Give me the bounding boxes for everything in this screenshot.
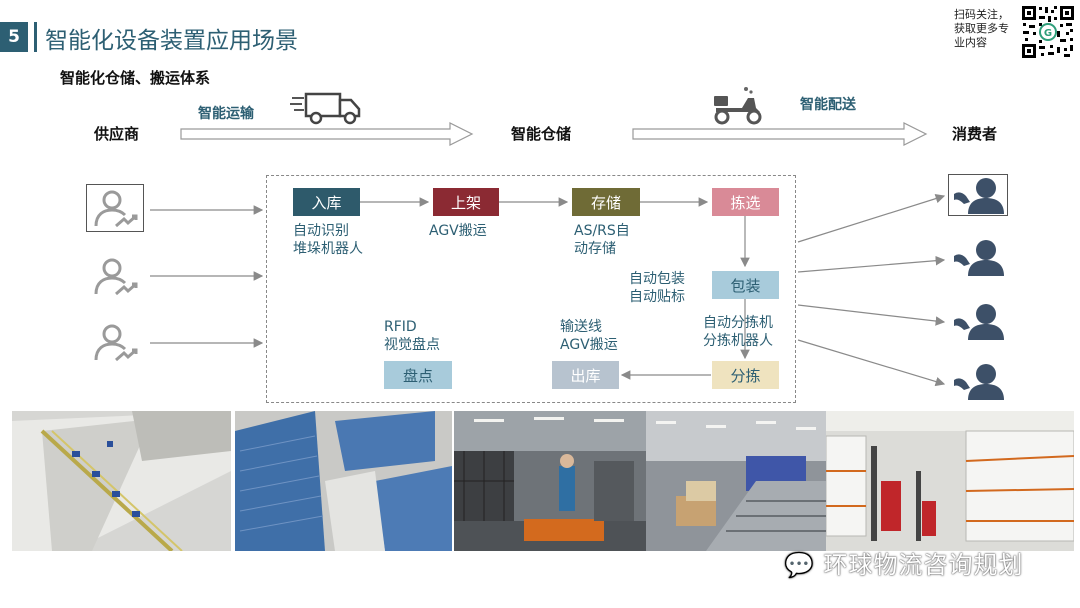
picking-box: 拣选 [712,188,779,216]
packing-note-line: 自动包装 [629,270,685,288]
watermark: 💬 环球物流咨询规划 [784,545,1024,580]
warehouse-worker-agv-photo [454,411,646,551]
inbound-note-line: 自动识别 [293,222,363,240]
outbound-note-line: 输送线 [560,318,618,336]
sorting-note: 自动分拣机 分拣机器人 [703,314,773,350]
wechat-icon: 💬 [784,551,815,579]
storage-note-line: AS/RS自 [574,222,630,240]
conveyor-line-photo [646,411,826,551]
inventory-box: 盘点 [384,361,452,389]
inventory-note: RFID 视觉盘点 [384,318,440,354]
shelving-box: 上架 [433,188,499,216]
packing-note-line: 自动贴标 [629,288,685,306]
inbound-box: 入库 [293,188,360,216]
storage-note: AS/RS自 动存储 [574,222,630,258]
outbound-box: 出库 [552,361,619,389]
inbound-note-line: 堆垛机器人 [293,240,363,258]
storage-note-line: 动存储 [574,240,630,258]
inventory-note-line: RFID [384,318,440,336]
inventory-note-line: 视觉盘点 [384,336,440,354]
packing-note: 自动包装 自动贴标 [629,270,685,306]
inbound-note: 自动识别 堆垛机器人 [293,222,363,258]
shelving-note: AGV搬运 [429,222,487,240]
sorting-note-line: 自动分拣机 [703,314,773,332]
outbound-note-line: AGV搬运 [560,336,618,354]
sorting-note-line: 分拣机器人 [703,332,773,350]
watermark-text: 环球物流咨询规划 [824,551,1024,579]
warehouse-3d-render-photo [12,411,231,551]
automated-storage-render-photo [235,411,452,551]
outbound-note: 输送线 AGV搬运 [560,318,618,354]
sorting-box: 分拣 [712,361,779,389]
packing-box: 包装 [712,271,779,299]
storage-box: 存储 [572,188,640,216]
racking-forklift-photo [826,411,1074,551]
